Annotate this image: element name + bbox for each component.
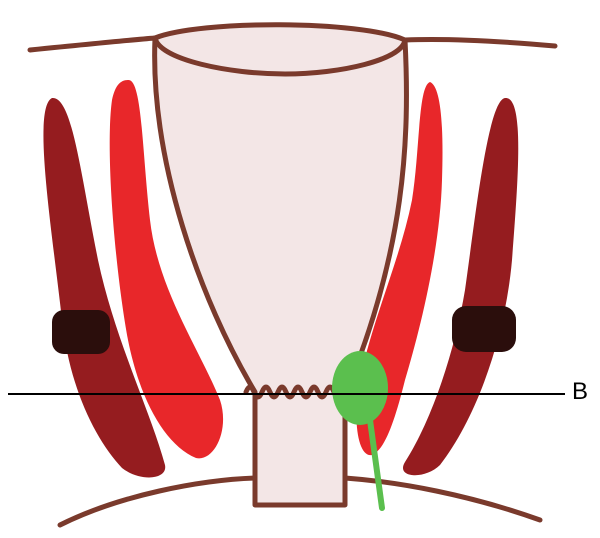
right-muscle-ring-band <box>452 306 516 352</box>
section-line-b-label: B <box>572 380 588 404</box>
lesion <box>332 351 388 425</box>
left-muscle-ring-band <box>52 310 110 354</box>
